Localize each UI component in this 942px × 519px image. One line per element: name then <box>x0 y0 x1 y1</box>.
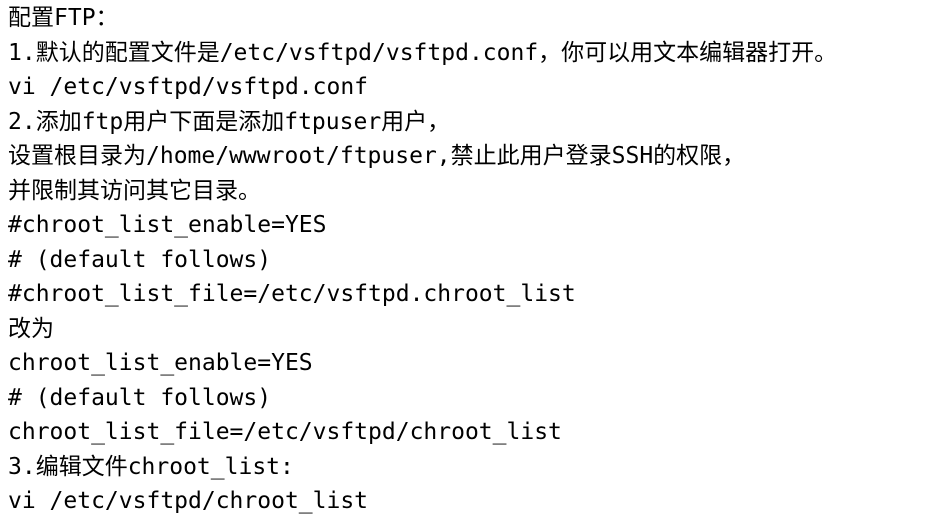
text-line-5: 设置根目录为/home/wwwroot/ftpuser,禁止此用户登录SSH的权… <box>8 143 746 169</box>
text-line-12: # (default follows) <box>8 384 272 411</box>
text-line-10: 改为 <box>8 315 54 342</box>
text-line-8: # (default follows) <box>8 246 272 273</box>
text-line-7: #chroot_list_enable=YES <box>8 212 327 238</box>
text-line-6: 并限制其访问其它目录。 <box>8 177 261 204</box>
text-line-4: 2.添加ftp用户下面是添加ftpuser用户， <box>8 108 451 135</box>
text-line-9: #chroot_list_file=/etc/vsftpd.chroot_lis… <box>8 281 576 307</box>
text-line-13: chroot_list_file=/etc/vsftpd/chroot_list <box>8 419 562 445</box>
text-line-1: 配置FTP： <box>8 5 119 31</box>
text-line-15: vi /etc/vsftpd/chroot_list <box>8 488 369 514</box>
text-line-14: 3.编辑文件chroot_list: <box>8 453 294 480</box>
text-lines-container: 配置FTP： 1.默认的配置文件是/etc/vsftpd/vsftpd.conf，… <box>8 1 942 519</box>
text-line-3: vi /etc/vsftpd/vsftpd.conf <box>8 74 369 100</box>
text-line-2: 1.默认的配置文件是/etc/vsftpd/vsftpd.conf，你可以用文本… <box>8 39 838 66</box>
text-line-11: chroot_list_enable=YES <box>8 350 313 376</box>
